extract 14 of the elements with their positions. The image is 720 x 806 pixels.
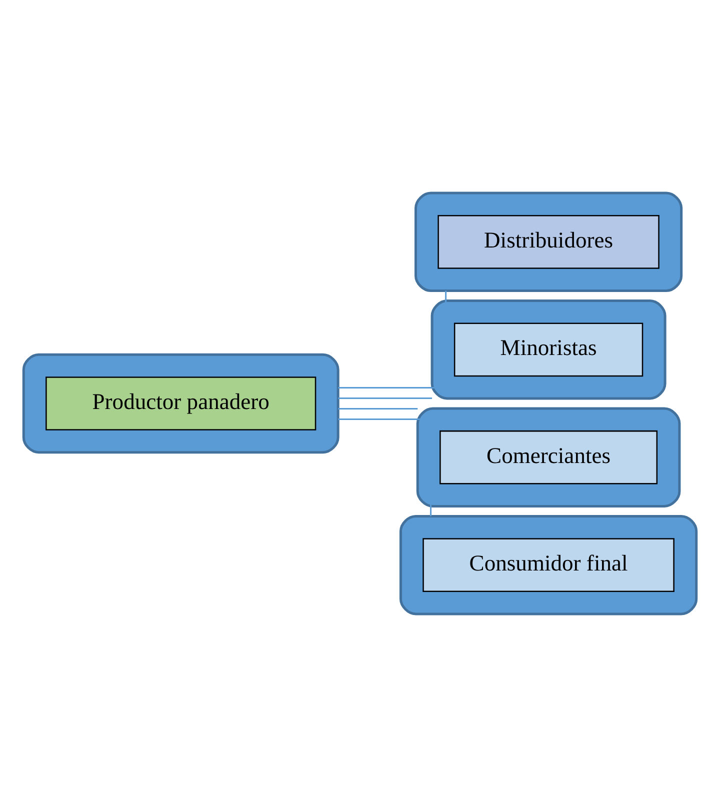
connector	[338, 408, 418, 410]
node-box: Consumidor final	[422, 538, 674, 592]
connector	[338, 418, 432, 516]
cluster	[430, 299, 666, 400]
node-box: Comerciantes	[440, 430, 658, 484]
cluster	[399, 514, 698, 615]
cluster	[414, 191, 683, 292]
node-box: Minoristas	[454, 322, 644, 376]
cluster	[416, 406, 681, 507]
cluster	[22, 352, 340, 454]
node-box: Distribuidores	[438, 214, 660, 268]
connector	[338, 290, 447, 388]
node-box: Productor panadero	[46, 376, 316, 430]
connector	[338, 396, 432, 398]
